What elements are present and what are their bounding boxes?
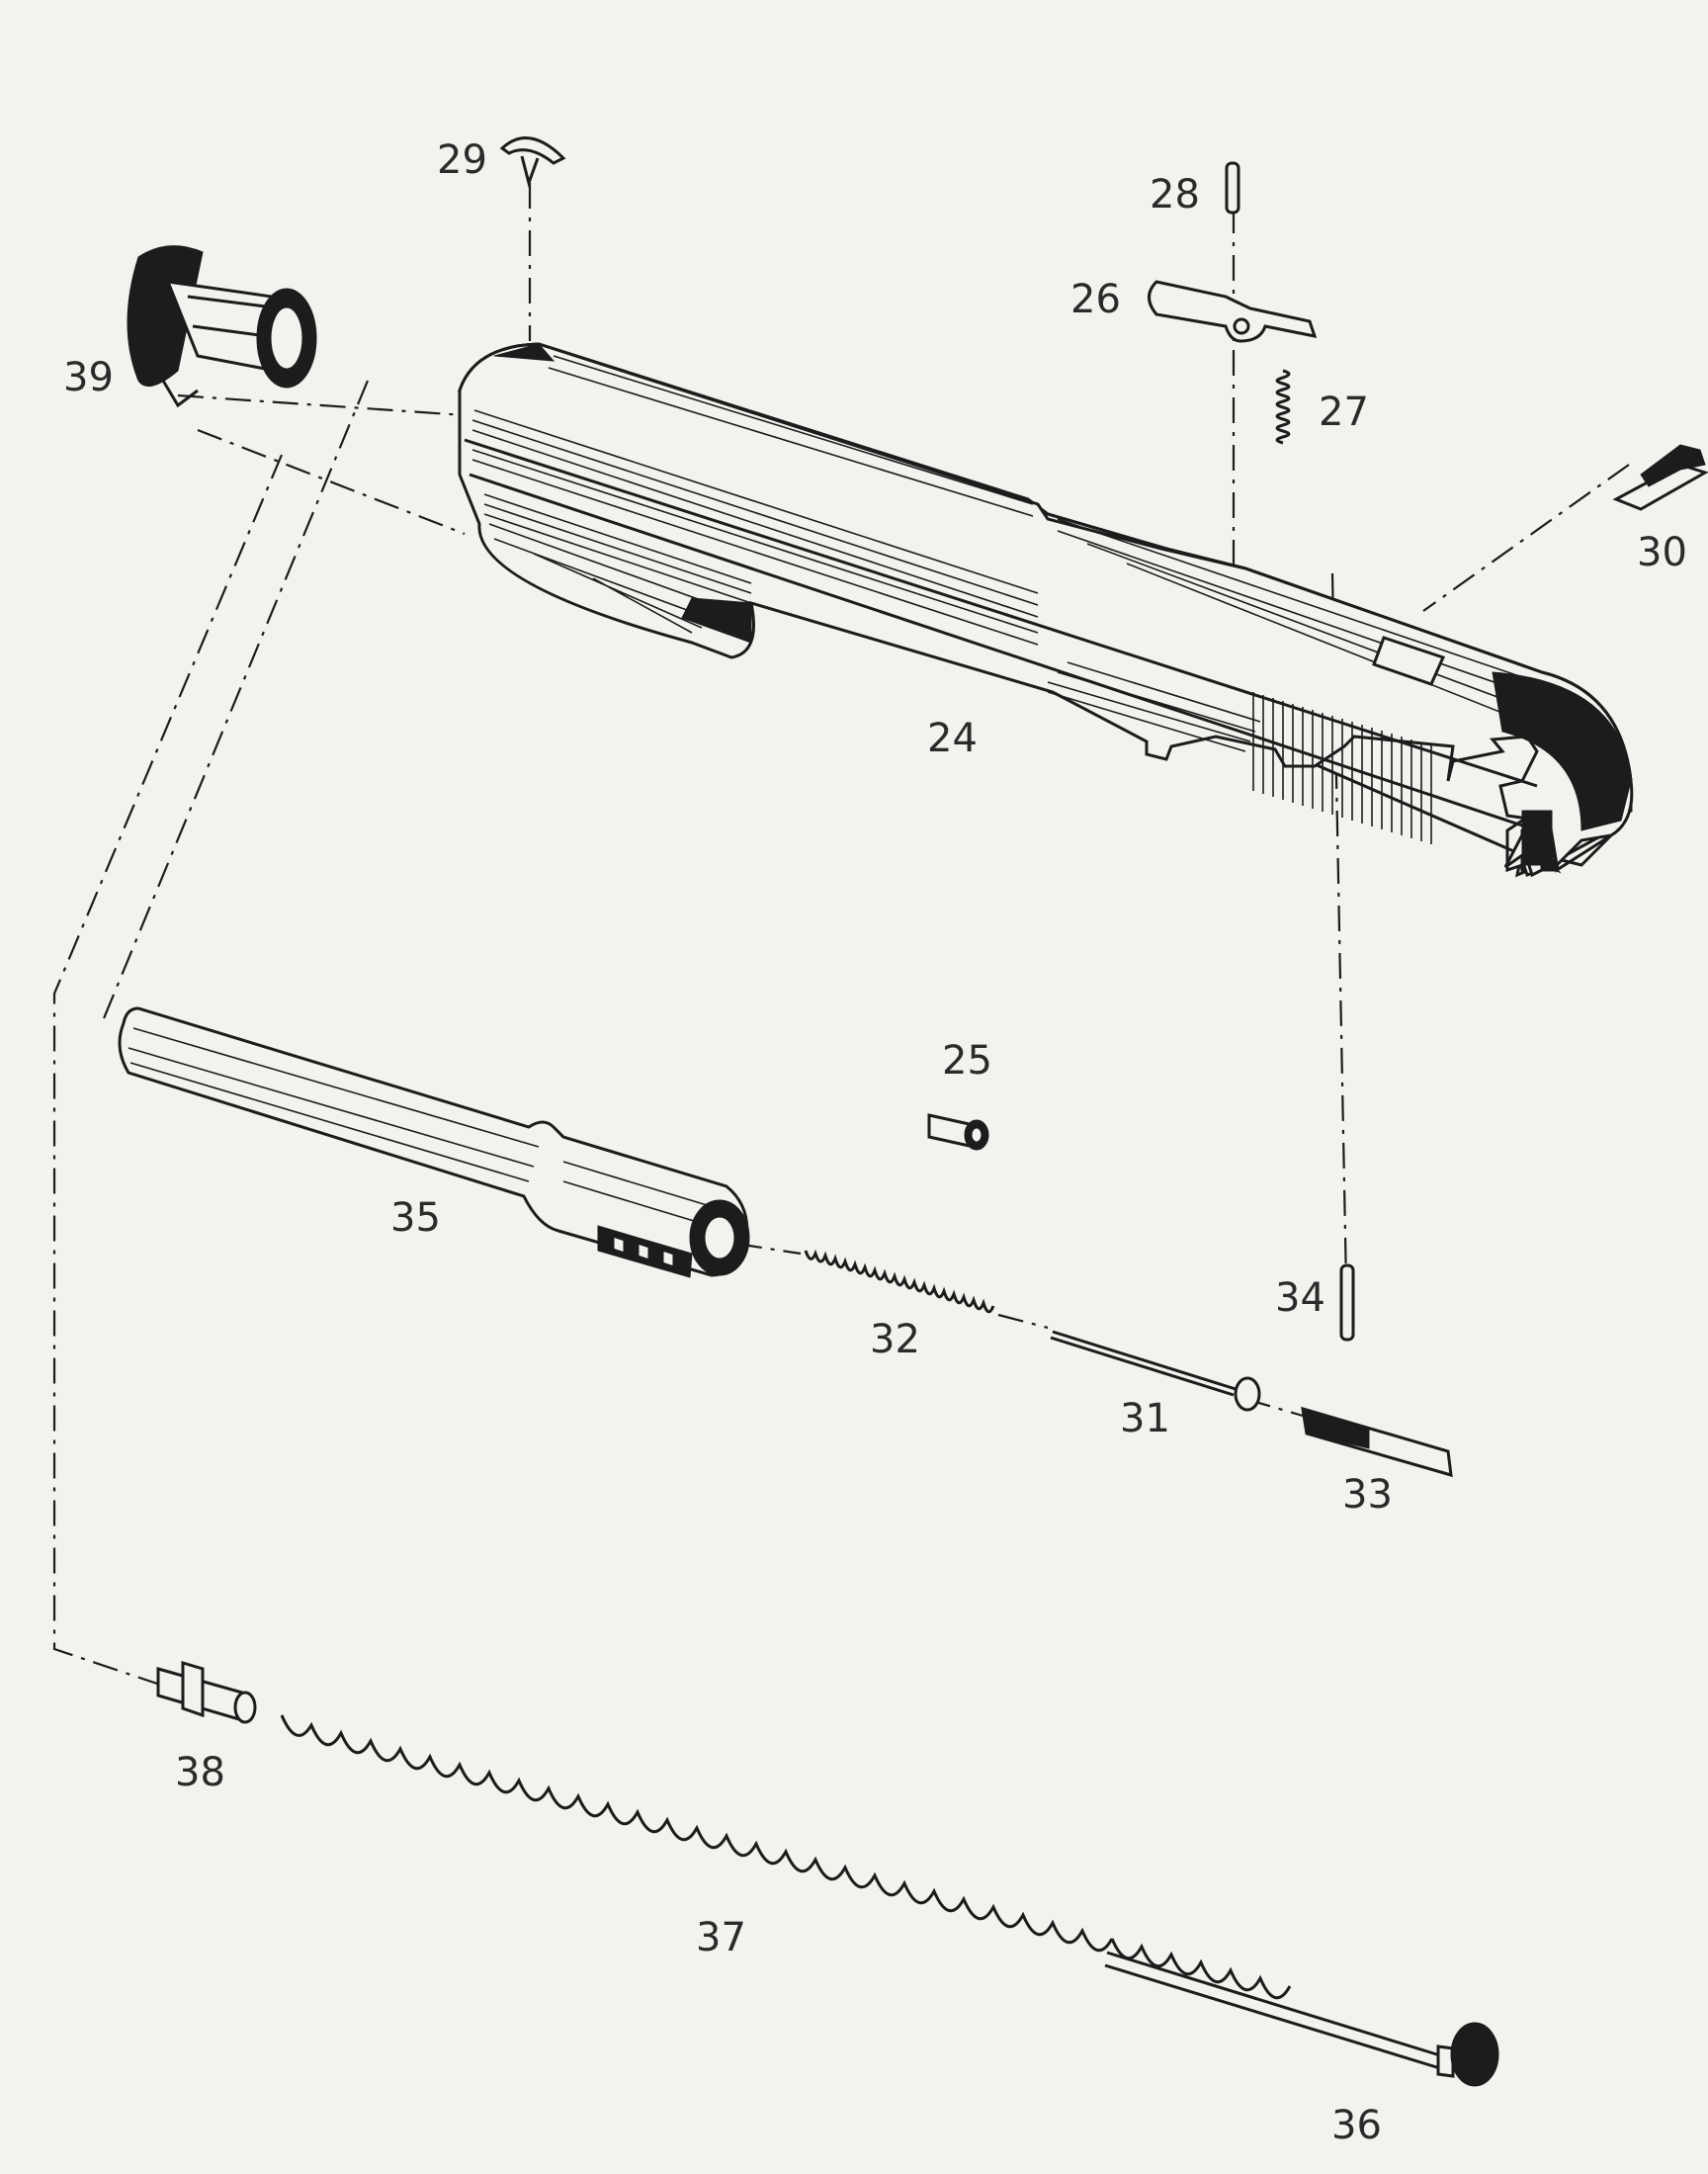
label-30: 30: [1637, 530, 1687, 575]
label-39: 39: [63, 355, 114, 400]
part-29-front-sight: [499, 136, 566, 189]
part-34-pin: [1339, 1263, 1355, 1342]
label-33: 33: [1342, 1472, 1393, 1518]
part-31-firing-pin: [1050, 1330, 1261, 1412]
part-36-spring-guide: [1104, 1938, 1499, 2087]
part-37-recoil-spring: [280, 1714, 1114, 1953]
part-28-pin: [1225, 161, 1240, 215]
label-38: 38: [175, 1750, 225, 1795]
part-38-guide-plug: [156, 1660, 257, 1724]
label-27: 27: [1319, 390, 1369, 435]
part-27-spring: [1275, 369, 1291, 445]
part-30-rear-sight: [1612, 444, 1708, 511]
label-32: 32: [870, 1317, 920, 1362]
part-25-screw: [927, 1113, 989, 1151]
label-31: 31: [1120, 1396, 1170, 1441]
assembly-lines: [52, 183, 1630, 1688]
label-35: 35: [390, 1195, 441, 1241]
part-labels: 29 28 26 27 30 39 24 25 35 32 34 31 33 3…: [63, 137, 1687, 2148]
part-26-extractor: [1148, 280, 1318, 343]
label-25: 25: [942, 1038, 992, 1084]
label-34: 34: [1275, 1275, 1325, 1321]
label-36: 36: [1331, 2103, 1382, 2148]
label-29: 29: [437, 137, 487, 183]
part-24-slide: [458, 342, 1634, 878]
part-33-stop: [1301, 1406, 1453, 1478]
part-32-spring: [804, 1249, 995, 1314]
label-37: 37: [696, 1915, 746, 1960]
label-26: 26: [1070, 277, 1121, 322]
label-28: 28: [1150, 172, 1200, 217]
part-39-bushing: [127, 245, 317, 408]
slide-serrations: [1252, 692, 1432, 844]
part-35-barrel: [118, 1006, 750, 1278]
label-24: 24: [927, 716, 978, 761]
